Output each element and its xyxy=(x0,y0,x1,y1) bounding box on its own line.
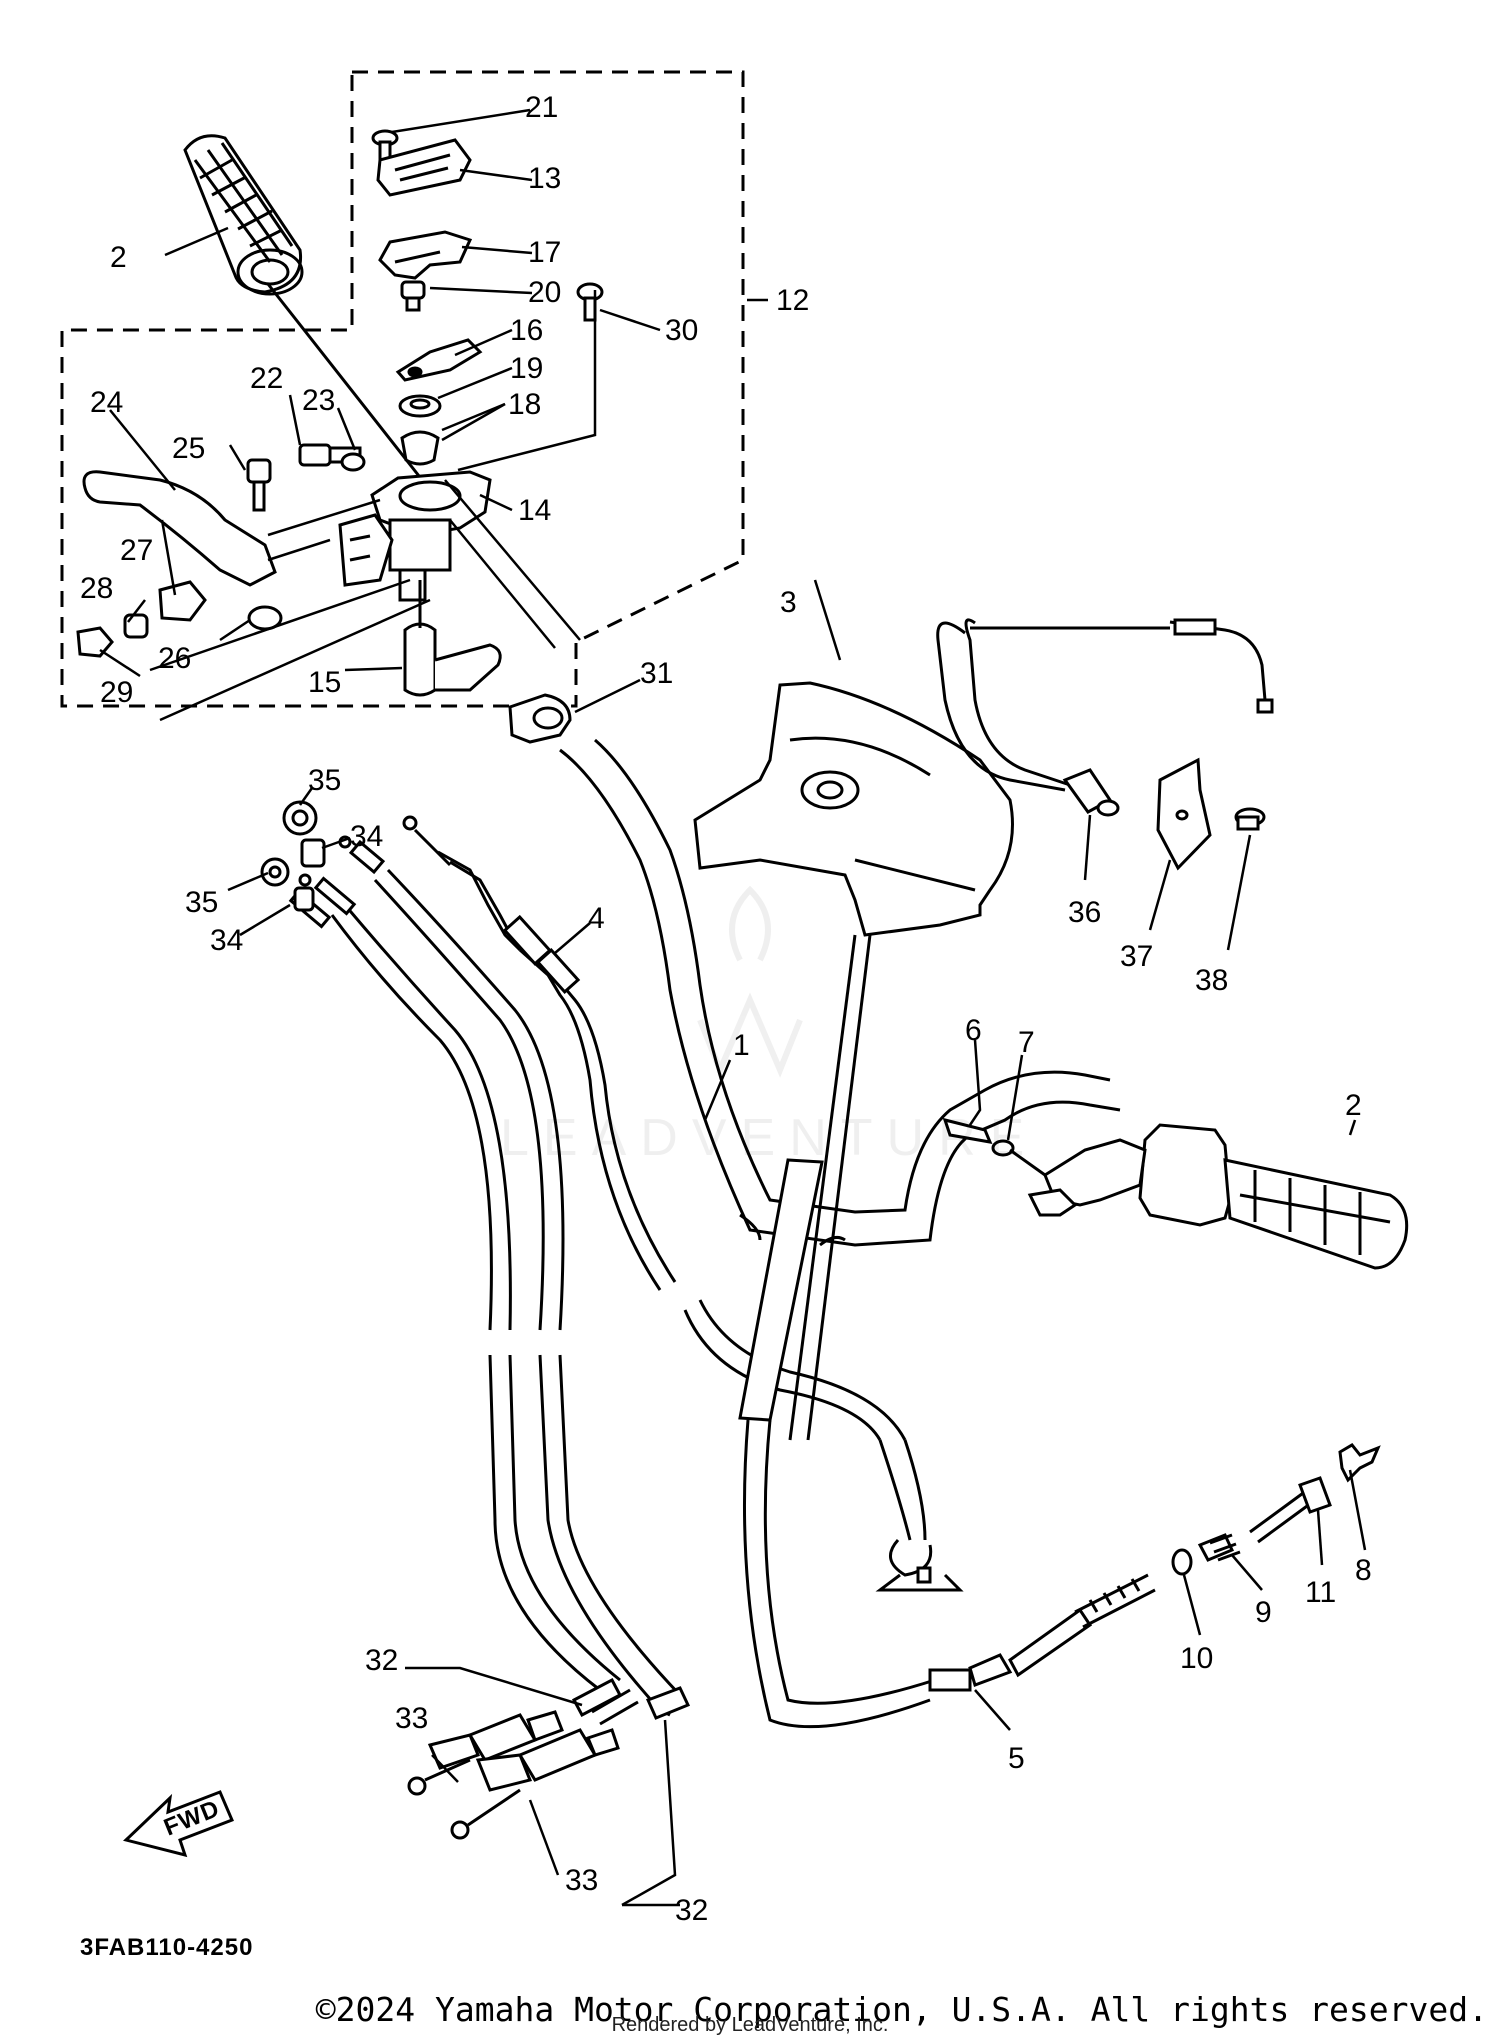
brake-cables xyxy=(330,868,682,1717)
callout-27: 27 xyxy=(120,534,153,567)
rendered-by-notice: Rendered by LeadVenture, Inc. xyxy=(611,2014,889,2036)
callout-33-a: 33 xyxy=(395,1702,428,1735)
callout-33-b: 33 xyxy=(565,1864,598,1897)
callout-23: 23 xyxy=(302,384,335,417)
callout-leaders xyxy=(99,108,1367,1907)
leadventure-logo-icon xyxy=(697,885,803,1078)
cable-bracket xyxy=(1156,757,1266,871)
callout-2-left: 2 xyxy=(110,241,127,274)
brake-master-cylinder xyxy=(338,470,492,602)
callout-5: 5 xyxy=(1008,1742,1025,1775)
fwd-arrow-icon: FWD xyxy=(123,1790,234,1858)
upper-hardware xyxy=(371,129,604,466)
callout-20: 20 xyxy=(528,276,561,309)
callout-22: 22 xyxy=(250,362,283,395)
callout-29: 29 xyxy=(100,676,133,709)
assembly-guide-lines xyxy=(149,479,581,722)
hose-clip xyxy=(508,693,572,744)
front-brake-lever xyxy=(82,470,277,587)
parking-brake-hardware xyxy=(1171,1443,1381,1576)
callout-31: 31 xyxy=(640,657,673,690)
callout-13: 13 xyxy=(528,162,561,195)
callout-labels: 21 13 17 2 20 12 30 16 19 18 24 22 23 25… xyxy=(80,91,1372,1927)
callout-34-a: 34 xyxy=(350,820,383,853)
callout-14: 14 xyxy=(518,494,551,527)
callout-32-b: 32 xyxy=(675,1894,708,1927)
handlebar xyxy=(559,738,1121,1247)
front-brake-cable xyxy=(402,815,964,1592)
brake-light-switch xyxy=(403,580,502,697)
callout-12: 12 xyxy=(776,284,809,317)
callout-38: 38 xyxy=(1195,964,1228,997)
callout-26: 26 xyxy=(158,642,191,675)
diagram-code: 3FAB110-4250 xyxy=(80,1934,253,1961)
callout-35-b: 35 xyxy=(185,886,218,919)
callout-21: 21 xyxy=(525,91,558,124)
callout-17: 17 xyxy=(528,236,561,269)
throttle-cable xyxy=(936,618,1274,792)
callout-1: 1 xyxy=(733,1029,750,1062)
callout-15: 15 xyxy=(308,666,341,699)
callout-32-a: 32 xyxy=(365,1644,398,1677)
callout-3: 3 xyxy=(780,586,797,619)
watermark-text: LEADVENTURE xyxy=(500,1109,1039,1167)
throttle-adjuster xyxy=(942,1117,1046,1177)
left-grip xyxy=(183,134,432,491)
callout-16: 16 xyxy=(510,314,543,347)
assembly-boundary xyxy=(60,70,745,708)
throttle-housing xyxy=(1027,1138,1147,1217)
cable-ends-lower xyxy=(407,1710,620,1840)
callout-37: 37 xyxy=(1120,940,1153,973)
callout-19: 19 xyxy=(510,352,543,385)
cable-sleeves xyxy=(571,1677,691,1726)
callout-18: 18 xyxy=(508,388,541,421)
lever-hardware xyxy=(76,443,366,658)
callout-28: 28 xyxy=(80,572,113,605)
cable-fittings-34-35 xyxy=(260,800,326,912)
callout-8: 8 xyxy=(1355,1554,1372,1587)
callout-4: 4 xyxy=(588,902,605,935)
parking-brake-cable xyxy=(738,934,1156,1729)
callout-2-right: 2 xyxy=(1345,1089,1362,1122)
cable-adjuster xyxy=(1062,768,1120,817)
callout-34-b: 34 xyxy=(210,924,243,957)
callout-35-a: 35 xyxy=(308,764,341,797)
callout-24: 24 xyxy=(90,386,123,419)
callout-9: 9 xyxy=(1255,1596,1272,1629)
callout-7: 7 xyxy=(1018,1026,1035,1059)
callout-36: 36 xyxy=(1068,896,1101,929)
copyright-notice: ©2024 Yamaha Motor Corporation, U.S.A. A… xyxy=(315,1990,1488,2029)
handlebar-cover xyxy=(693,681,1014,937)
callout-11: 11 xyxy=(1305,1576,1336,1609)
callout-30: 30 xyxy=(665,314,698,347)
callout-10: 10 xyxy=(1180,1642,1213,1675)
callout-6: 6 xyxy=(965,1014,982,1047)
callout-25: 25 xyxy=(172,432,205,465)
right-grip xyxy=(1138,1123,1409,1270)
